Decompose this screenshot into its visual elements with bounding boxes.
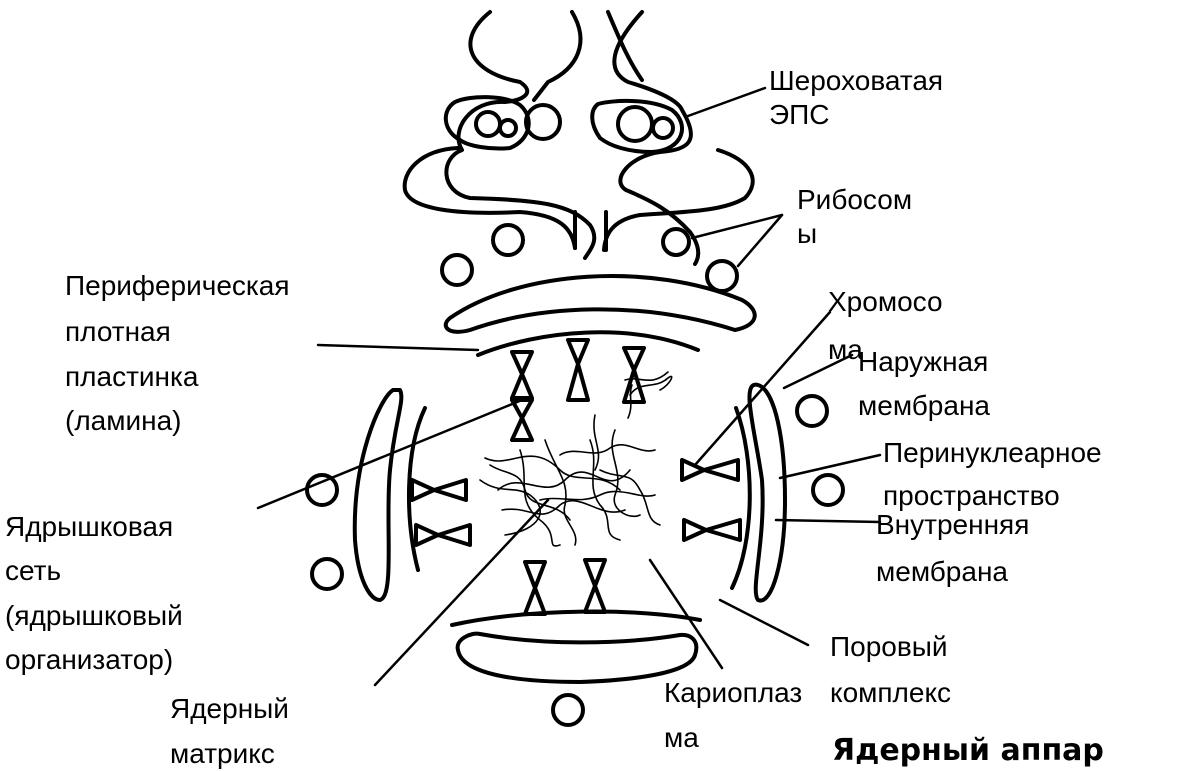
label-line: Рибосом xyxy=(797,184,912,215)
chromosome-icon xyxy=(624,348,644,402)
ribosome-icon xyxy=(312,559,342,589)
chromosome-icon xyxy=(512,400,532,440)
ribosome-icon xyxy=(813,475,843,505)
label-line: Перинуклеарное xyxy=(883,437,1102,468)
label-peripheral-lamina: Периферическая плотная пластинка (ламина… xyxy=(65,270,290,436)
label-line: ЭПС xyxy=(769,99,829,130)
label-line: Хромосо xyxy=(828,286,943,317)
label-pore-complex: Поровый комплекс xyxy=(830,631,951,708)
ribosome-icon xyxy=(476,112,500,136)
label-line: плотная xyxy=(65,316,171,347)
nuclear-envelope xyxy=(355,276,785,682)
label-line: комплекс xyxy=(830,677,951,708)
label-line: пространство xyxy=(883,480,1060,511)
label-line: мембрана xyxy=(858,390,990,421)
label-nucleolar-network: Ядрышковая сеть (ядрышковый организатор) xyxy=(5,511,183,675)
label-line: Наружная xyxy=(858,346,988,377)
ribosome-icon xyxy=(553,695,583,725)
label-line: пластинка xyxy=(65,361,199,392)
ribosome-icon xyxy=(493,225,523,255)
chromosome-icon xyxy=(416,525,470,545)
rough-er-structure xyxy=(405,12,753,264)
label-perinuclear-space: Перинуклеарное пространство xyxy=(883,437,1102,511)
chromosome-icon xyxy=(684,520,740,540)
chromosome-icon xyxy=(525,562,545,614)
slide-title: Ядерный аппар xyxy=(832,733,1104,768)
label-line: Ядрышковая xyxy=(5,511,173,542)
label-ribosomes: Рибосом ы xyxy=(797,184,912,249)
label-line: (ядрышковый xyxy=(5,600,183,631)
label-line: Ядерный xyxy=(170,693,289,724)
label-line: сеть xyxy=(5,555,61,586)
label-line: Поровый xyxy=(830,631,947,662)
chromosome-icon xyxy=(585,560,605,612)
chromosome-icon xyxy=(512,352,532,398)
label-line: Кариоплаз xyxy=(664,677,802,708)
label-outer-membrane: Наружная мембрана xyxy=(858,346,990,421)
label-line: Периферическая xyxy=(65,270,290,301)
ribosome-icon xyxy=(618,107,652,141)
ribosome-icon xyxy=(707,261,737,291)
ribosome-icon xyxy=(307,475,337,505)
chromosome-icon xyxy=(568,340,588,400)
label-inner-membrane: Внутренняя мембрана xyxy=(876,509,1029,587)
label-line: мембрана xyxy=(876,556,1008,587)
label-nuclear-matrix: Ядерный матрикс xyxy=(170,693,289,769)
leader-lines xyxy=(258,88,880,685)
label-line: ма xyxy=(664,722,699,753)
label-karyoplasm: Кариоплаз ма xyxy=(664,677,802,753)
ribosome-icon xyxy=(653,118,673,138)
label-line: матрикс xyxy=(170,738,275,769)
label-line: организатор) xyxy=(5,644,173,675)
chromosome-icon xyxy=(412,480,466,500)
ribosome-icon xyxy=(663,229,689,255)
ribosome-icon xyxy=(526,105,560,139)
ribosome-icon xyxy=(797,396,827,426)
label-line: Внутренняя xyxy=(876,509,1029,540)
ribosomes-er xyxy=(307,105,843,725)
label-line: ы xyxy=(797,218,817,249)
label-rough-er: Шероховатая ЭПС xyxy=(769,65,943,130)
ribosome-icon xyxy=(442,255,472,285)
label-line: Шероховатая xyxy=(769,65,943,96)
chromosome-icon xyxy=(682,460,738,480)
label-line: (ламина) xyxy=(65,405,181,436)
ribosome-icon xyxy=(500,120,516,136)
